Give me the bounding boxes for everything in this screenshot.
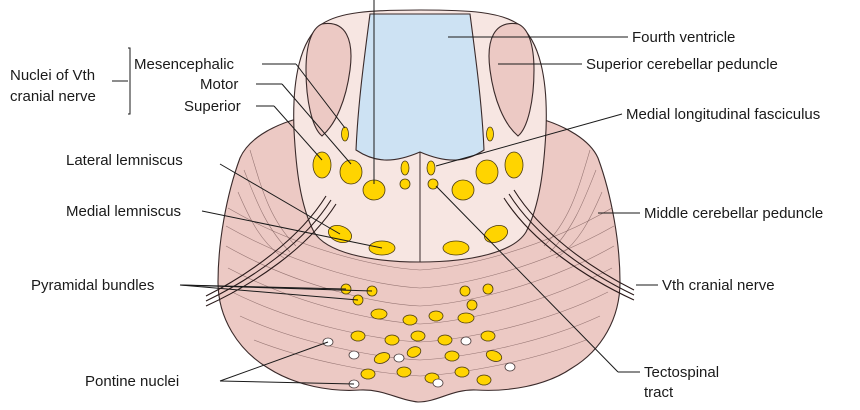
mesencephalic-nucleus-left [342,127,349,141]
label-superior-cerebellar-peduncle: Superior cerebellar peduncle [586,56,778,73]
label-vth-cranial-nerve: Vth cranial nerve [662,277,775,294]
label-fourth-ventricle: Fourth ventricle [632,29,735,46]
tectospinal-left [400,179,410,189]
fourth-ventricle [356,14,484,160]
label-mesencephalic: Mesencephalic [134,56,235,73]
mlf-right [427,161,435,175]
label-medial-longitudinal-fasciculus: Medial longitudinal fasciculus [626,106,820,123]
superior-nucleus-left [313,152,331,178]
label-lateral-lemniscus: Lateral lemniscus [66,152,183,169]
label-nuclei-group-line2: cranial nerve [10,88,96,105]
central-nucleus-right [452,180,474,200]
label-superior: Superior [184,98,241,115]
label-nuclei-group-line1: Nuclei of Vth [10,67,95,84]
label-pyramidal-bundles: Pyramidal bundles [31,277,154,294]
label-pontine-nuclei: Pontine nuclei [85,373,179,390]
label-tectospinal-line2: tract [644,384,674,401]
motor-nucleus-right [476,160,498,184]
tectospinal-right [428,179,438,189]
label-middle-cerebellar-peduncle: Middle cerebellar peduncle [644,205,823,222]
label-medial-lemniscus: Medial lemniscus [66,203,181,220]
label-tectospinal-line1: Tectospinal [644,364,719,381]
mlf-left [401,161,409,175]
label-motor: Motor [200,76,238,93]
superior-nucleus-right [505,152,523,178]
mesencephalic-nucleus-right [487,127,494,141]
medial-lemniscus-right [443,241,469,255]
